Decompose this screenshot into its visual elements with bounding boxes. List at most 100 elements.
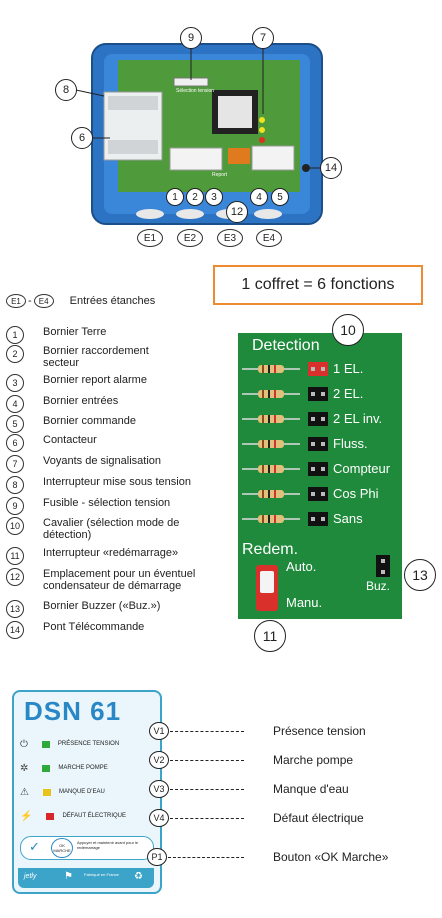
callout-v4: V4	[149, 809, 169, 827]
callout-8: 8	[55, 79, 77, 101]
callout-v1: V1	[149, 722, 169, 740]
resistor-icon	[242, 390, 300, 398]
entry-e2: E2	[177, 229, 203, 247]
callout-10: 10	[332, 314, 364, 346]
power-icon: ⏻	[20, 738, 28, 750]
detection-label: 2 EL.	[333, 386, 364, 401]
detection-row: Cos Phi	[238, 485, 402, 503]
recycle-icon: ♻	[134, 871, 143, 882]
detection-row: 2 EL inv.	[238, 410, 402, 428]
leader-line	[168, 857, 244, 858]
jumper-2el[interactable]	[308, 387, 328, 401]
detection-row: Fluss.	[238, 435, 402, 453]
made-in-france: Fabriqué en France	[84, 872, 119, 877]
entry-e4: E4	[256, 229, 282, 247]
callout-2: 2	[186, 188, 204, 206]
resistor-icon	[242, 465, 300, 473]
callout-12: 12	[226, 201, 248, 223]
leader-line	[170, 818, 244, 819]
legend-entry-e1: E1	[6, 294, 26, 308]
redem-auto-label: Auto.	[286, 559, 317, 574]
legend-entries-text: Entrées étanches	[69, 295, 156, 307]
callout-11: 11	[254, 620, 286, 652]
leader-line	[170, 789, 244, 790]
callout-6: 6	[71, 127, 93, 149]
pump-icon: ✲	[20, 762, 29, 774]
resistor-icon	[242, 415, 300, 423]
legend-entry-dash: -	[28, 295, 32, 307]
callout-9: 9	[180, 27, 202, 49]
entry-e1: E1	[137, 229, 163, 247]
callout-4: 4	[250, 188, 268, 206]
redem-manu-label: Manu.	[286, 595, 323, 610]
redem-title: Redem.	[242, 541, 299, 558]
dsn-panel: DSN 61 ⏻ PRÉSENCE TENSION ✲ MARCHE POMPE…	[12, 690, 162, 894]
flag-icon: ⚑	[64, 871, 73, 882]
detection-label: Compteur	[333, 461, 391, 476]
led-defaut	[46, 812, 55, 820]
label-defaut-electrique: Défaut électrique	[273, 811, 364, 825]
led-row: ⚡ DÉFAUT ÉLECTRIQUE	[20, 806, 154, 826]
jumper-compteur[interactable]	[308, 462, 328, 476]
jumper-1el[interactable]	[308, 362, 328, 376]
redem-switch[interactable]	[256, 565, 278, 611]
banner-text: 1 coffret = 6 fonctions	[241, 276, 395, 293]
banner: 1 coffret = 6 fonctions	[213, 265, 423, 305]
buz-label: Buz.	[366, 579, 391, 593]
callout-3: 3	[205, 188, 223, 206]
electric-fault-icon: ⚡	[20, 810, 33, 822]
callout-p1: P1	[147, 848, 167, 866]
enclosure-diagram: Sélection tension Report 9 7 8 6 14 1 2 …	[0, 0, 442, 255]
callout-v2: V2	[149, 751, 169, 769]
dsn-title: DSN 61	[24, 696, 122, 726]
warning-icon: ⚠	[20, 786, 29, 798]
detection-label: Cos Phi	[333, 486, 379, 501]
resistor-icon	[242, 490, 300, 498]
detection-title: Detection	[252, 337, 320, 354]
label-bouton-ok: Bouton «OK Marche»	[273, 850, 389, 864]
detection-row: 1 EL.	[238, 360, 402, 378]
leader-line	[170, 760, 244, 761]
label-marche-pompe: Marche pompe	[273, 753, 354, 767]
led-manque	[42, 788, 51, 796]
legend-entry-e4: E4	[33, 294, 54, 308]
fuse-board-label: Sélection tension	[176, 88, 215, 94]
led-label: PRÉSENCE TENSION	[57, 741, 120, 747]
dsn-footer: jetly ⚑ Fabriqué en France ♻	[18, 868, 154, 888]
ok-instructions: Appuyer et maintenir avant pour le redém…	[77, 840, 139, 850]
jumper-2el-inv[interactable]	[308, 412, 328, 426]
resistor-icon	[242, 440, 300, 448]
label-presence-tension: Présence tension	[273, 724, 366, 738]
jumper-cos-phi[interactable]	[308, 487, 328, 501]
jumper-fluss[interactable]	[308, 437, 328, 451]
detection-row: Sans	[238, 510, 402, 528]
detection-label: Fluss.	[333, 436, 368, 451]
report-board-label: Report	[212, 172, 228, 178]
jumper-sans[interactable]	[308, 512, 328, 526]
brand-logo: jetly	[24, 873, 37, 880]
led-row: ✲ MARCHE POMPE	[20, 758, 154, 778]
callout-13: 13	[404, 559, 436, 591]
label-manque-eau: Manque d'eau	[273, 782, 349, 796]
buzzer-terminal[interactable]	[376, 555, 390, 577]
led-label: MARCHE POMPE	[58, 765, 108, 771]
led-row: ⚠ MANQUE D'EAU	[20, 782, 154, 802]
led-marche	[42, 764, 51, 772]
led-row: ⏻ PRÉSENCE TENSION	[20, 734, 154, 754]
entry-e3: E3	[217, 229, 243, 247]
detection-row: Compteur	[238, 460, 402, 478]
detection-panel: Detection 1 EL. 2 EL. 2 EL inv. Fluss. C…	[238, 333, 402, 619]
